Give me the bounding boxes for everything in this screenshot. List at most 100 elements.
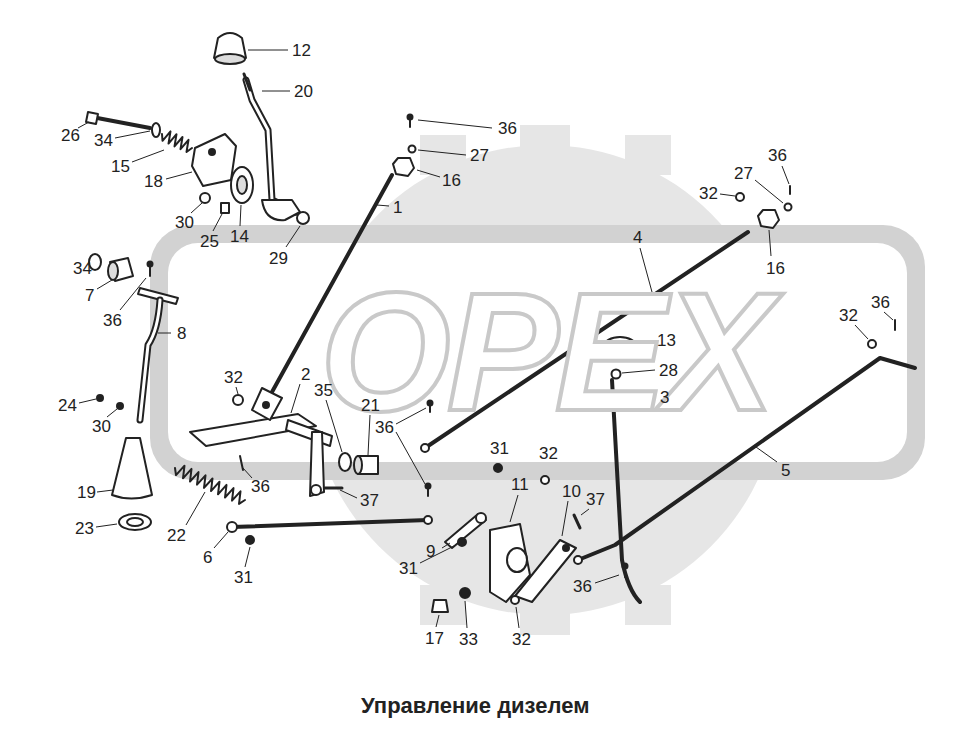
callout-number: 37 — [360, 491, 379, 510]
part-outline — [868, 340, 876, 348]
part-outline — [92, 117, 150, 128]
part-outline — [252, 388, 282, 420]
leader-line — [248, 50, 288, 51]
part-outline — [162, 131, 192, 152]
leader-line — [97, 490, 113, 492]
part-outline — [227, 522, 237, 532]
part-outline — [263, 402, 269, 408]
part-outline — [231, 167, 253, 203]
callout-number: 19 — [77, 483, 96, 502]
part-outline — [148, 262, 153, 267]
callout-number: 36 — [375, 418, 394, 437]
part-outline — [246, 80, 296, 212]
callout-number: 33 — [459, 630, 478, 649]
callout-number: 32 — [512, 630, 531, 649]
callout-number: 24 — [58, 396, 77, 415]
watermark-shape — [625, 135, 671, 175]
callout-number: 14 — [230, 227, 249, 246]
callout-number: 28 — [659, 361, 678, 380]
parts — [86, 33, 915, 612]
leader-line — [581, 509, 589, 515]
callout-number: 30 — [92, 417, 111, 436]
part-outline — [507, 548, 527, 572]
part-outline — [432, 600, 448, 612]
part-outline — [424, 516, 432, 524]
part-outline — [232, 520, 428, 527]
part-outline — [445, 514, 486, 548]
part-outline — [244, 74, 250, 90]
callout-number: 18 — [144, 172, 163, 191]
part-outline — [152, 123, 160, 137]
leader-line — [340, 490, 357, 498]
leader-line — [595, 575, 619, 583]
part-outline — [563, 545, 569, 551]
leader-line — [516, 607, 519, 628]
watermark-shape — [310, 145, 780, 615]
leader-line — [720, 194, 735, 196]
callout-number: 36 — [251, 477, 270, 496]
part-outline — [511, 596, 519, 604]
callout-number: 37 — [586, 490, 605, 509]
part-outline — [758, 210, 779, 228]
callout-number: 7 — [85, 286, 94, 305]
leader-line — [166, 172, 192, 179]
part-outline — [408, 115, 413, 120]
leader-line — [186, 492, 205, 525]
leader-line — [396, 432, 425, 484]
callout-number: 29 — [269, 249, 288, 268]
watermark-shape — [168, 243, 907, 462]
leader-line — [213, 214, 222, 231]
callout-number: 26 — [61, 126, 80, 145]
leader-line — [107, 409, 117, 417]
part-outline — [421, 444, 429, 452]
part-outline — [140, 300, 160, 420]
callout-number: 23 — [75, 519, 94, 538]
callout-number: 21 — [361, 396, 380, 415]
leader-line — [756, 447, 777, 462]
leader-line — [243, 468, 252, 478]
callout-number: 17 — [425, 629, 444, 648]
callout-number: 27 — [734, 164, 753, 183]
part-outline — [262, 200, 300, 220]
figure-caption: Управление дизелем — [361, 693, 589, 719]
callout-number: 4 — [633, 228, 642, 247]
leader-line — [97, 280, 112, 289]
leader-line — [855, 325, 868, 339]
callout-number: 5 — [781, 461, 790, 480]
watermark-shape — [420, 135, 466, 175]
leader-line — [420, 545, 456, 563]
callout-number: 15 — [111, 157, 130, 176]
part-outline — [393, 158, 414, 176]
part-outline — [476, 513, 486, 523]
leader-line — [755, 180, 783, 203]
callout-number: 31 — [234, 568, 253, 587]
part-outline — [494, 464, 502, 472]
leader-line — [262, 91, 290, 92]
callout-number: 20 — [294, 82, 313, 101]
callout-number: 8 — [177, 324, 186, 343]
part-outline — [209, 149, 215, 155]
part-outline — [789, 186, 791, 194]
part-outline — [785, 204, 792, 211]
callout-number: 12 — [292, 41, 311, 60]
callout-number: 11 — [511, 475, 529, 494]
callout-number: 32 — [224, 368, 243, 387]
part-outline — [894, 320, 896, 330]
leader-line — [562, 501, 568, 536]
part-outline — [736, 193, 744, 201]
watermark-text: OPEX — [320, 267, 771, 437]
callout-number: 36 — [498, 119, 517, 138]
callout-number: 31 — [490, 439, 509, 458]
part-outline — [140, 300, 160, 420]
leader-line — [245, 547, 250, 567]
callout-number: 10 — [562, 482, 581, 501]
leader-line — [510, 495, 518, 522]
leader-line — [191, 203, 202, 213]
leader-line — [436, 615, 439, 627]
leader-line — [884, 312, 893, 320]
part-outline — [233, 395, 243, 405]
watermark-shape — [420, 585, 466, 625]
part-outline — [214, 33, 246, 63]
part-outline — [119, 514, 151, 530]
leader-line — [132, 150, 164, 162]
